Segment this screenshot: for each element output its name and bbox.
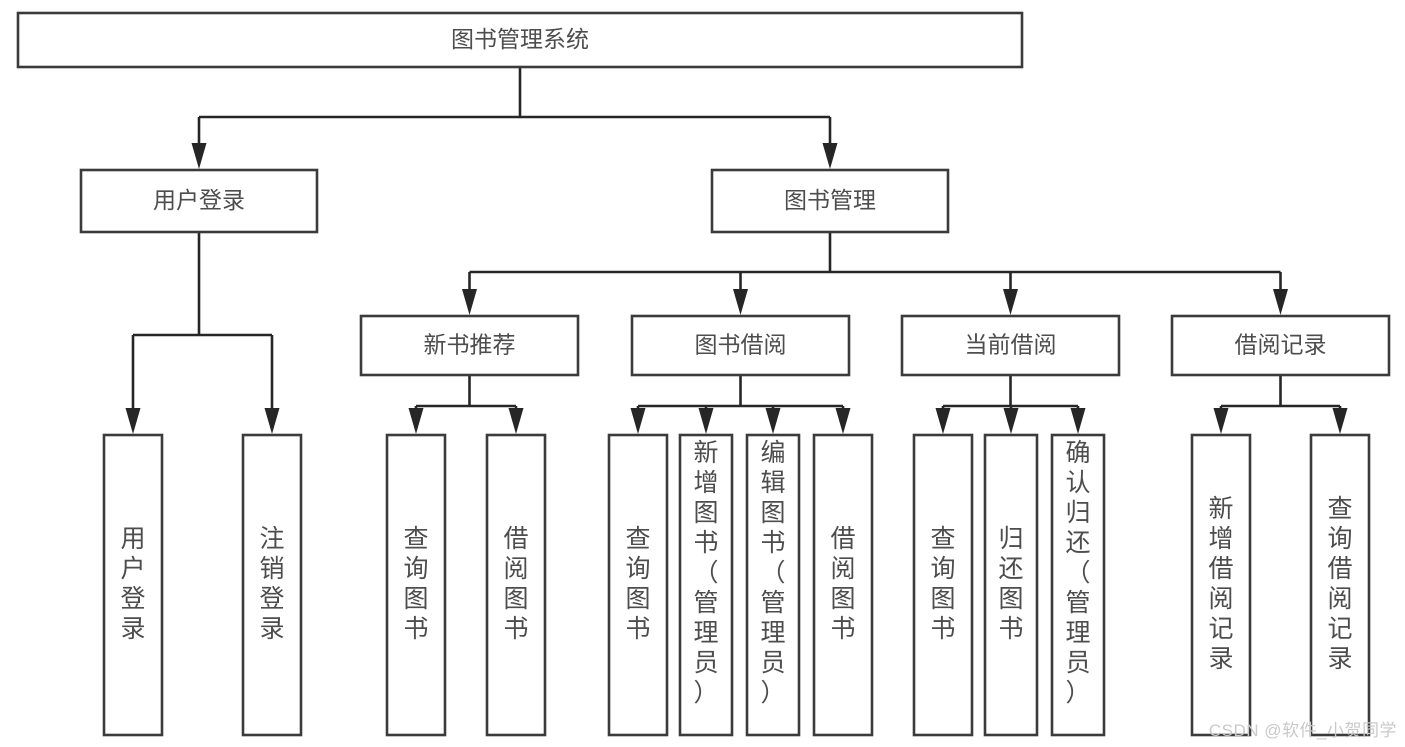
node-label: 用户登录 [153,187,245,213]
arrow-head-icon [935,408,951,434]
node-book-borrow[interactable]: 图书借阅 [630,314,851,377]
node-label: 查询图书 [625,525,650,643]
node-label: 当前借阅 [965,332,1057,358]
node-box [1170,314,1391,377]
node-layer: 图书管理系统用户登录图书管理新书推荐图书借阅当前借阅借阅记录用户登录注销登录查询… [16,11,1391,737]
node-leaf-borrow-book-1[interactable]: 借阅图书 [485,433,547,737]
node-leaf-query-book-1[interactable]: 查询图书 [385,433,447,737]
arrow-head-icon [1273,289,1288,315]
node-box [812,433,874,737]
node-leaf-add-record[interactable]: 新增借阅记录 [1190,433,1252,737]
arrow-head-icon [835,408,851,434]
node-leaf-logout[interactable]: 注销登录 [241,433,303,737]
node-box [900,314,1121,377]
node-label: 图书管理 [784,187,876,213]
arrow-head-icon [698,408,714,434]
node-box [710,168,950,234]
arrow-head-icon [508,408,524,434]
node-label: 图书管理系统 [451,26,589,52]
node-box [485,433,547,737]
node-label: 确认归还（管理员） [1065,439,1090,707]
node-box [241,433,303,737]
node-label: 归还图书 [998,525,1023,643]
node-box [607,433,669,737]
node-book-manage[interactable]: 图书管理 [710,168,950,234]
node-borrow-record[interactable]: 借阅记录 [1170,314,1391,377]
node-leaf-query-record[interactable]: 查询借阅记录 [1309,433,1371,737]
node-box [1050,433,1106,737]
arrow-head-icon [1003,408,1019,434]
arrow-head-icon [765,408,781,434]
node-label: 查询借阅记录 [1327,495,1352,673]
node-label: 新增借阅记录 [1208,495,1233,673]
node-box [1190,433,1252,737]
arrow-head-icon [822,143,838,169]
node-box [16,11,1024,69]
node-box [102,433,164,737]
node-label: 注销登录 [259,525,284,643]
node-box [745,433,801,737]
node-box [630,314,851,377]
node-box [1309,433,1371,737]
arrow-head-icon [733,289,748,315]
node-leaf-query-book-3[interactable]: 查询图书 [912,433,974,737]
arrow-head-icon [125,408,141,434]
node-box [359,314,580,377]
arrow-head-icon [1003,289,1018,315]
node-label: 图书借阅 [695,332,787,358]
connector-layer [125,67,1348,434]
node-leaf-return-book[interactable]: 归还图书 [983,433,1039,737]
arrow-head-icon [1070,408,1086,434]
node-label: 借阅记录 [1235,332,1327,358]
node-box [79,168,319,234]
arrow-head-icon [1332,408,1348,434]
node-label: 借阅图书 [503,525,528,643]
node-label: 用户登录 [120,525,145,643]
arrow-head-icon [408,408,424,434]
node-leaf-borrow-book-2[interactable]: 借阅图书 [812,433,874,737]
arrow-head-icon [1213,408,1229,434]
node-label: 新书推荐 [424,332,516,358]
node-label: 新增图书（管理员） [693,439,718,707]
node-leaf-add-book[interactable]: 新增图书（管理员） [678,433,734,737]
node-box [912,433,974,737]
node-leaf-user-login[interactable]: 用户登录 [102,433,164,737]
node-label: 借阅图书 [830,525,855,643]
node-new-book-rec[interactable]: 新书推荐 [359,314,580,377]
node-current-borrow[interactable]: 当前借阅 [900,314,1121,377]
node-box [385,433,447,737]
node-box [678,433,734,737]
node-leaf-edit-book[interactable]: 编辑图书（管理员） [745,433,801,737]
arrow-head-icon [462,289,477,315]
node-label: 编辑图书（管理员） [760,439,785,707]
node-label: 查询图书 [930,525,955,643]
arrow-head-icon [191,143,207,169]
node-leaf-confirm-return[interactable]: 确认归还（管理员） [1050,433,1106,737]
node-user-login[interactable]: 用户登录 [79,168,319,234]
node-label: 查询图书 [403,525,428,643]
node-leaf-query-book-2[interactable]: 查询图书 [607,433,669,737]
node-root[interactable]: 图书管理系统 [16,11,1024,69]
node-box [983,433,1039,737]
arrow-head-icon [630,408,646,434]
arrow-head-icon [264,408,280,434]
